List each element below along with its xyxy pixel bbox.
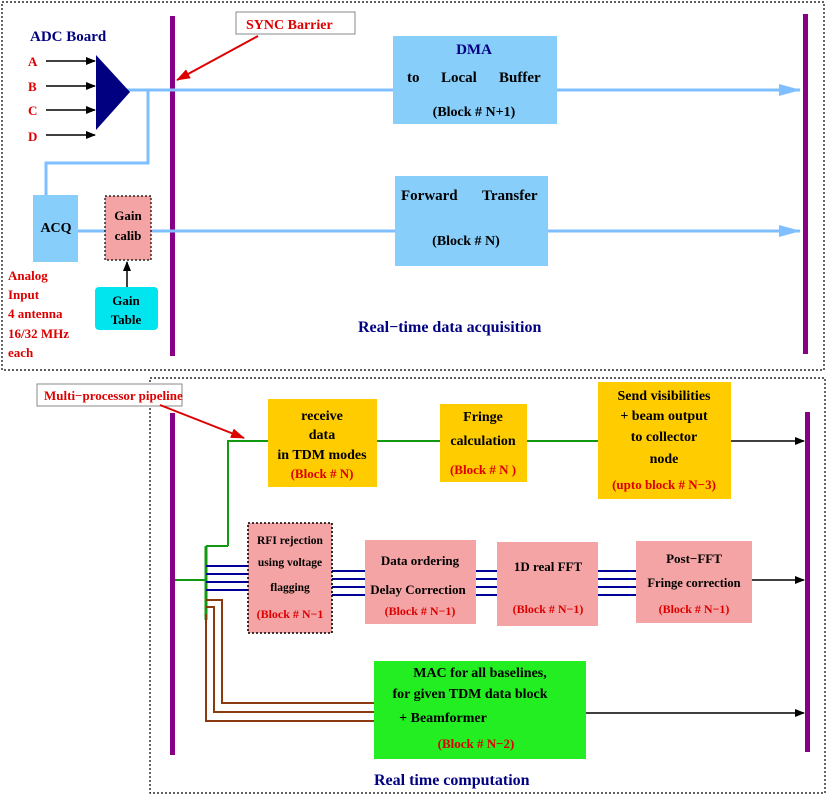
receive-block: (Block # N): [291, 466, 354, 481]
mac-beamformer-box: [374, 661, 586, 759]
analog-line3: 4 antenna: [8, 306, 63, 321]
acquisition-section-border: [1, 1, 825, 371]
ordering-line2: Delay Correction: [370, 582, 466, 597]
rfi-input-lines: [206, 565, 248, 591]
mac-input-lines: [205, 599, 374, 722]
input-d-label: D: [28, 129, 37, 144]
gain-table-box: [95, 287, 158, 330]
send-line4: node: [650, 452, 679, 467]
rfi-block: (Block # N−1: [257, 607, 324, 621]
pipeline-label-pointer: [159, 404, 245, 439]
analog-line2: Input: [8, 287, 40, 302]
analog-line5: each: [8, 345, 34, 360]
pipeline-start-bar: [170, 413, 175, 755]
acq-label: ACQ: [40, 221, 71, 236]
acquisition-section-label: Real−time data acquisition: [358, 319, 541, 336]
gain-calib-line2: calib: [115, 228, 142, 243]
fft-box: [497, 542, 598, 626]
ordering-line1: Data ordering: [381, 553, 460, 568]
mac-line3: + Beamformer: [399, 711, 487, 726]
rfi-line2: using voltage: [258, 557, 322, 569]
fft-to-postfft-lines: [598, 570, 636, 596]
analog-line1: Analog: [8, 268, 48, 283]
receive-data-box: [268, 399, 377, 487]
adc-triangle: [96, 55, 130, 130]
adc-to-acq-line: [44, 90, 150, 195]
fft-block: (Block # N−1): [513, 602, 584, 616]
acquisition-end-bar: [803, 14, 808, 354]
dma-block: (Block # N+1): [433, 105, 516, 120]
send-line2: + beam output: [620, 409, 708, 424]
sync-barrier-pointer: [176, 35, 259, 81]
gain-calib-line1: Gain: [114, 208, 142, 223]
forward-transfer-box: [395, 176, 548, 266]
sync-barrier-label: SYNC Barrier: [246, 18, 333, 33]
fringe-line2: calculation: [450, 434, 516, 449]
computation-section-label: Real time computation: [374, 772, 530, 789]
gain-table-line2: Table: [111, 312, 142, 327]
mac-block: (Block # N−2): [438, 736, 515, 751]
dma-box: [393, 36, 557, 124]
analog-line4: 16/32 MHz: [8, 326, 69, 341]
pipeline-label: Multi−processor pipeline: [44, 388, 183, 403]
receive-line3: in TDM modes: [277, 448, 367, 463]
gain-calib-box: [104, 195, 152, 261]
forward-block: (Block # N): [432, 234, 500, 249]
rfi-rejection-box: [247, 522, 333, 634]
send-line1: Send visibilities: [618, 389, 712, 404]
adc-board-label: ADC Board: [30, 29, 107, 45]
fringe-block: (Block # N ): [450, 462, 516, 477]
ordering-block: (Block # N−1): [385, 604, 456, 618]
sync-barrier-bar: [170, 16, 175, 356]
postfft-line1: Post−FFT: [666, 551, 722, 566]
acq-box: [33, 195, 78, 262]
input-c-label: C: [28, 103, 37, 118]
transfer-label: Transfer: [482, 188, 538, 204]
gain-table-line1: Gain: [112, 293, 140, 308]
receive-input-line: [227, 440, 268, 546]
sync-barrier-label-box: [235, 11, 356, 35]
post-fft-box: [636, 541, 752, 623]
data-ordering-box: [365, 540, 476, 624]
mac-line2: for given TDM data block: [392, 687, 547, 702]
fft-label: 1D real FFT: [514, 559, 583, 574]
dma-title: DMA: [456, 42, 492, 58]
postfft-block: (Block # N−1): [659, 602, 730, 616]
fringe-calc-box: [440, 404, 527, 482]
rfi-line3: flagging: [270, 582, 310, 594]
rfi-line1: RFI rejection: [257, 535, 323, 547]
dma-local: Local: [441, 70, 477, 86]
dma-buffer: Buffer: [499, 70, 541, 86]
postfft-line2: Fringe correction: [647, 576, 740, 590]
fringe-line1: Fringe: [463, 410, 503, 425]
forward-label: Forward: [401, 188, 458, 204]
pipeline-label-box: [36, 383, 183, 407]
ordering-to-fft-lines: [476, 570, 497, 596]
input-b-label: B: [28, 79, 37, 94]
dma-to: to: [407, 70, 420, 86]
pipeline-end-bar: [805, 412, 810, 752]
mac-line1: MAC for all baselines,: [413, 666, 547, 681]
receive-line1: receive: [301, 409, 343, 424]
send-block: (upto block # N−3): [612, 477, 716, 492]
send-line3: to collector: [631, 430, 697, 445]
input-a-label: A: [28, 54, 38, 69]
computation-section-border: [149, 377, 826, 794]
rfi-to-ordering-lines: [332, 570, 365, 596]
send-visibilities-box: [598, 382, 731, 499]
receive-line2: data: [309, 428, 335, 443]
